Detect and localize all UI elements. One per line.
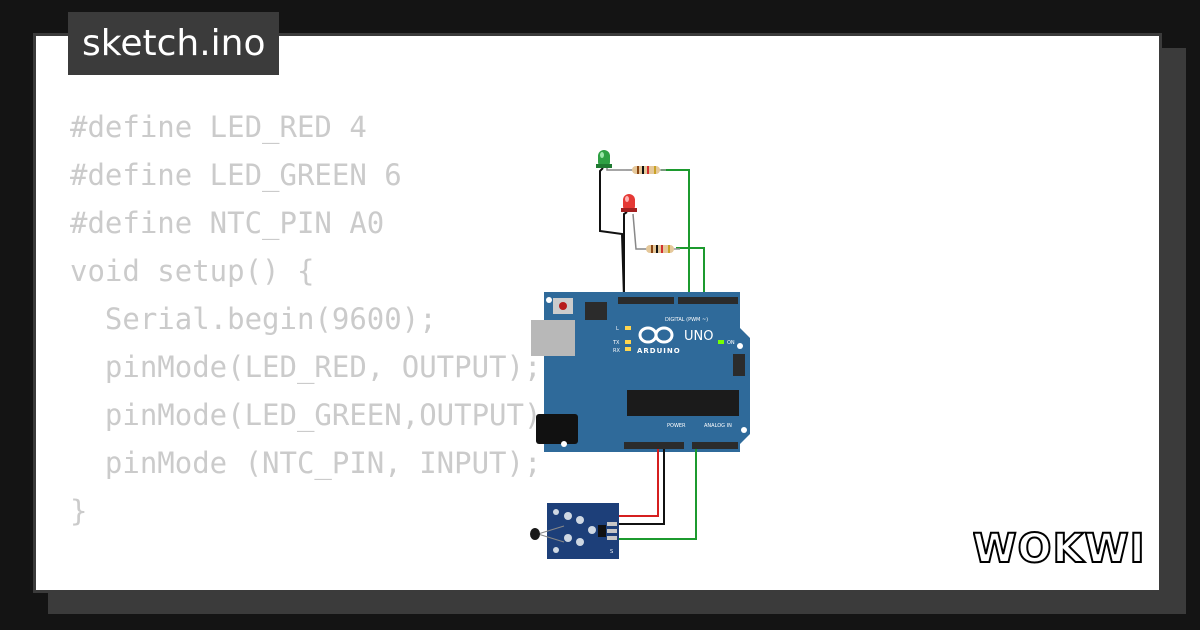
power-jack: [536, 414, 578, 444]
code-line: }: [70, 494, 88, 528]
led-l-label: L: [616, 326, 619, 332]
wokwi-logo: WOKWI: [973, 525, 1145, 572]
wire-black: [616, 449, 665, 525]
board-brand: ARDUINO: [637, 347, 681, 355]
mount-hole: [561, 441, 567, 447]
code-line: void setup() {: [70, 254, 315, 288]
wire-green: [661, 169, 690, 300]
circuit-diagram: UNO ARDUINO DIGITAL (PWM ~) POWER ANALOG…: [530, 150, 750, 559]
mount-hole: [737, 343, 743, 349]
code-line: pinMode(LED_RED, OUTPUT);: [70, 350, 542, 384]
atmega-chip: [627, 390, 739, 416]
ntc-temperature-sensor[interactable]: S: [530, 503, 619, 559]
power-label: POWER: [667, 423, 686, 429]
wire-black: [599, 167, 625, 299]
board-model: UNO: [684, 329, 713, 344]
led-indicator: [718, 340, 724, 344]
arduino-uno-board[interactable]: UNO ARDUINO DIGITAL (PWM ~) POWER ANALOG…: [531, 292, 750, 452]
led-lead: [632, 213, 648, 250]
wire-red: [613, 449, 659, 525]
icsp-header: [585, 302, 607, 320]
digital-header: [618, 297, 674, 304]
file-name: sketch.ino: [82, 23, 266, 64]
wire-black: [623, 211, 628, 298]
usb-port: [531, 320, 575, 356]
icsp-header: [733, 354, 745, 376]
led-rx-label: RX: [613, 348, 620, 354]
red-led[interactable]: [621, 194, 637, 212]
code-line: pinMode (NTC_PIN, INPUT);: [70, 446, 542, 480]
code-line: #define LED_RED 4: [70, 110, 367, 144]
code-block: #define LED_RED 4 #define LED_GREEN 6 #def…: [70, 103, 559, 535]
code-line: #define NTC_PIN A0: [70, 206, 385, 240]
code-line: pinMode(LED_GREEN,OUTPUT);: [70, 398, 559, 432]
resistor[interactable]: [626, 166, 666, 174]
led-indicator: [625, 340, 631, 344]
wire-green: [676, 247, 705, 300]
led-indicator: [625, 326, 631, 330]
digital-header: [678, 297, 738, 304]
led-tx-label: TX: [612, 340, 620, 346]
digital-label: DIGITAL (PWM ~): [665, 317, 708, 323]
code-line: Serial.begin(9600);: [70, 302, 437, 336]
analog-label: ANALOG IN: [704, 423, 732, 429]
analog-header: [692, 442, 738, 449]
resistor[interactable]: [640, 245, 680, 253]
led-on-label: ON: [727, 340, 735, 346]
power-header: [624, 442, 684, 449]
code-line: #define LED_GREEN 6: [70, 158, 402, 192]
file-tab[interactable]: sketch.ino: [68, 12, 280, 75]
preview-card: #define LED_RED 4 #define LED_GREEN 6 #def…: [33, 33, 1162, 593]
wire-green: [616, 449, 697, 540]
mount-hole: [546, 297, 552, 303]
sensor-pin-label: S: [610, 549, 613, 555]
mount-hole: [741, 427, 747, 433]
wokwi-logo-text: WOKWI: [973, 526, 1145, 572]
arduino-logo: [638, 326, 674, 344]
led-indicator: [625, 347, 631, 351]
green-led[interactable]: [596, 150, 612, 168]
thermistor: [530, 528, 540, 540]
